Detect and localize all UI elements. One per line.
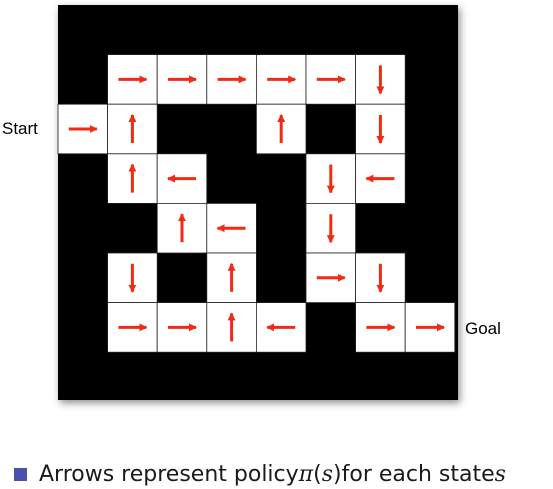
open-cells — [57, 54, 456, 353]
goal-label: Goal — [465, 319, 501, 338]
caption-math-pi: π — [298, 461, 314, 487]
caption-text-middle: for each state — [341, 461, 495, 487]
caption-math-paren-open: ( — [313, 461, 322, 487]
caption-text-before: Arrows represent policy — [39, 461, 299, 487]
start-label: Start — [2, 119, 38, 138]
caption-math-s: s — [321, 461, 334, 487]
maze-diagram — [57, 5, 458, 400]
maze-cell — [156, 302, 208, 353]
policy-arrows — [68, 65, 445, 342]
caption-math-paren-close: ) — [333, 461, 342, 487]
caption: Arrows represent policy π ( s ) for each… — [14, 459, 506, 489]
bullet-square-icon — [14, 467, 27, 481]
caption-math-state: s — [494, 461, 506, 487]
